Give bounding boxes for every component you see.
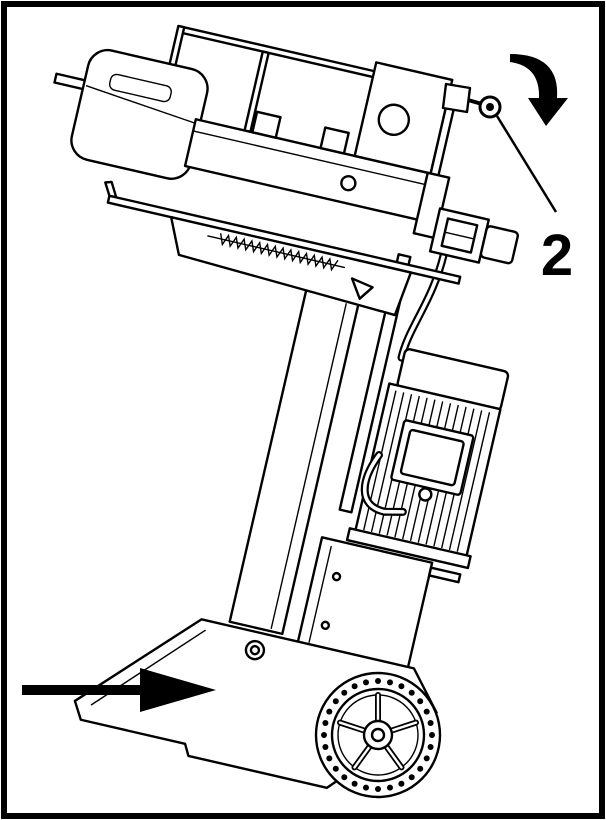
- spoke: [385, 745, 403, 769]
- spoke: [353, 745, 371, 769]
- tyre-tread: [351, 683, 358, 690]
- base-pivot-hole-inner: [249, 644, 261, 656]
- switch-divider: [444, 231, 475, 240]
- adjuster-screw: [220, 233, 339, 272]
- tyre-tread: [408, 689, 415, 696]
- tyre-tread: [427, 744, 434, 750]
- tyre-tread: [408, 774, 415, 781]
- tyre-tread: [332, 698, 339, 705]
- tyre-tread: [322, 744, 329, 750]
- tyre-tread: [387, 784, 393, 791]
- callout-leader-line: [495, 115, 558, 213]
- tyre-tread: [423, 708, 430, 715]
- tyre-tread: [429, 732, 435, 738]
- housing-screw-top: [331, 571, 342, 582]
- tyre-tread: [398, 683, 405, 690]
- cooling-rib: [456, 412, 491, 552]
- power-cable: [362, 453, 405, 514]
- head-block-hole: [377, 103, 410, 136]
- tyre-tread: [341, 689, 348, 696]
- tank-slot: [108, 73, 172, 103]
- housing-screw-bottom: [320, 620, 331, 631]
- tyre-tread: [417, 765, 424, 772]
- push-direction-arrow-icon: [22, 668, 216, 712]
- rail-bracket-left: [251, 110, 282, 139]
- wheel-spokes: [337, 692, 419, 771]
- tyre-tread: [423, 755, 430, 762]
- mounting-bracket: [428, 566, 462, 584]
- callout-number: 2: [541, 223, 573, 288]
- knob-mount: [441, 82, 472, 114]
- beam-edge: [192, 130, 428, 186]
- tyre-tread: [387, 679, 393, 686]
- tyre-tread: [398, 780, 405, 787]
- tyre-tread: [417, 698, 424, 705]
- lever: [350, 277, 374, 300]
- pump-housing-edge: [308, 545, 332, 643]
- tyre-tread: [375, 786, 381, 792]
- column-seam: [270, 303, 347, 629]
- hydraulic-hose: [399, 250, 447, 360]
- spoke: [338, 721, 366, 732]
- tyre-tread: [332, 765, 339, 772]
- cable-gland: [418, 487, 433, 502]
- arrow-head: [140, 668, 216, 712]
- tyre-tread: [363, 784, 369, 791]
- tyre-tread: [351, 780, 358, 787]
- rotation-arrow-icon: [510, 54, 568, 126]
- beam-hole: [340, 174, 357, 192]
- tyre-tread: [326, 755, 333, 762]
- tyre-tread: [341, 774, 348, 781]
- tyre-tread: [363, 679, 369, 686]
- switch-housing-cylinder: [479, 225, 519, 265]
- hub-cap: [370, 727, 386, 743]
- motor-flange: [345, 527, 472, 570]
- tank-rod-through: [85, 85, 196, 124]
- tyre-tread: [321, 732, 327, 738]
- tyre-tread: [427, 720, 434, 726]
- release-knob-center: [486, 103, 494, 111]
- tyre-tread: [322, 720, 329, 726]
- guide-rod: [338, 253, 412, 514]
- tyre-tread: [375, 678, 381, 684]
- terminal-box-lid: [399, 428, 465, 487]
- adjuster-screw-shaft: [207, 235, 346, 269]
- table-lip: [104, 180, 118, 199]
- cooling-rib: [448, 410, 483, 551]
- wheel: [314, 671, 442, 799]
- table-housing: [169, 216, 413, 317]
- tyre-tread: [326, 708, 333, 715]
- rail-bracket-right: [319, 126, 350, 155]
- arrow-shaft: [22, 685, 144, 695]
- spoke: [390, 721, 418, 732]
- tyre-treads: [321, 678, 435, 792]
